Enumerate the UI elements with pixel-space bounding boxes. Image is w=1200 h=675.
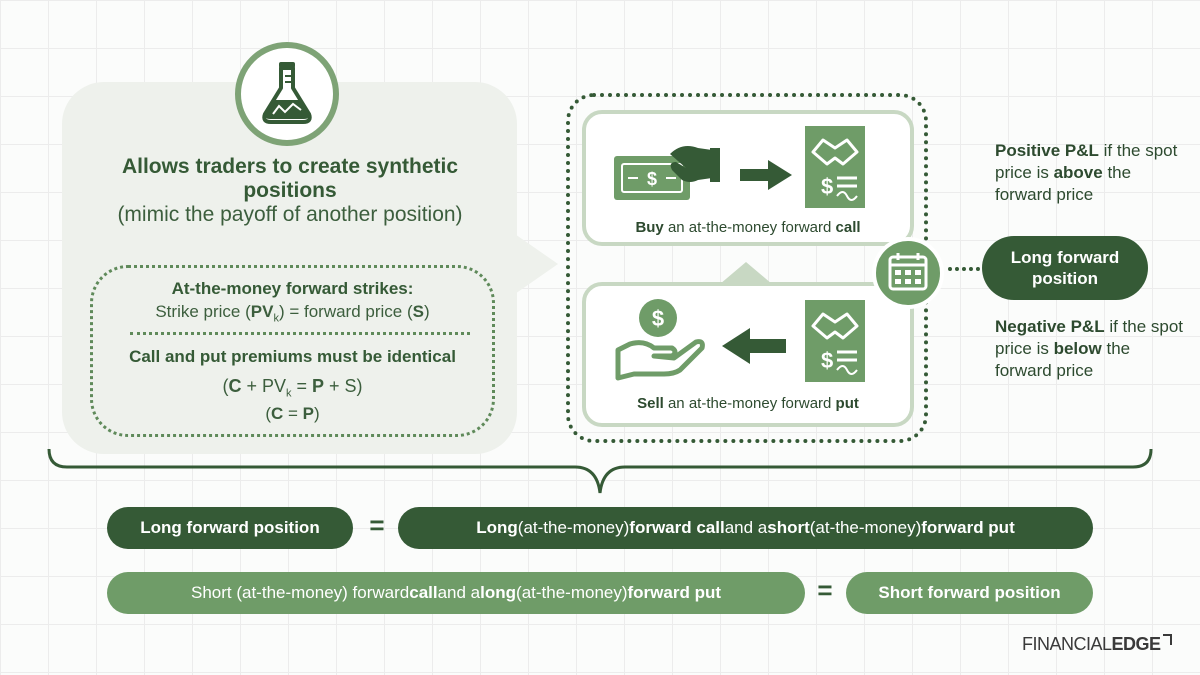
equals-sign: = [369, 510, 385, 540]
financial-edge-logo: FINANCIALEDGE [1022, 634, 1172, 655]
bubble-pointer [512, 232, 558, 296]
formula-parity: (C + PVk = P + S) [222, 376, 363, 400]
formula-equal-premiums: (C = P) [265, 404, 320, 423]
buy-call-caption: Buy an at-the-money forward call [635, 219, 861, 236]
strikes-box [90, 265, 495, 437]
short-forward-position-label: Short forward position [846, 572, 1093, 614]
strikes-title: At-the-money forward strikes: [171, 279, 414, 298]
svg-text:$: $ [652, 306, 664, 331]
contract-handshake-icon: $ [805, 126, 865, 208]
short-forward-equation: Short (at-the-money) forward call and a … [107, 572, 805, 614]
calendar-icon [872, 237, 944, 309]
contract-handshake-icon: $ [805, 300, 865, 382]
panel-pointer [720, 262, 772, 284]
sell-put-caption: Sell an at-the-money forward put [637, 395, 859, 412]
headline-bold: Allows traders to create synthetic posit… [121, 155, 459, 202]
cash-hand-icon: $ [614, 146, 720, 200]
long-forward-position-pill: Long forward position [982, 236, 1148, 300]
long-forward-position-label: Long forward position [107, 507, 353, 549]
strikes-text: Strike price (PVk) = forward price (S) [155, 302, 430, 325]
negative-pl-text: Negative P&L if the spot price is below … [995, 317, 1184, 380]
headline-normal: (mimic the payoff of another position) [117, 203, 463, 226]
svg-text:$: $ [821, 348, 833, 373]
equals-sign: = [817, 575, 833, 605]
strikes-divider [130, 332, 470, 335]
flask-icon [235, 42, 339, 146]
arrow-left-icon [722, 328, 786, 364]
positive-pl-text: Positive P&L if the spot price is above … [995, 141, 1178, 204]
svg-text:$: $ [647, 169, 657, 189]
premiums-title: Call and put premiums must be identical [129, 347, 456, 366]
coin-hand-icon: $ [615, 299, 705, 381]
curly-brace [47, 448, 1153, 494]
long-forward-equation: Long (at-the-money) forward call and a s… [398, 507, 1093, 549]
headline: Allows traders to create synthetic posit… [90, 155, 490, 227]
arrow-right-icon [740, 160, 792, 190]
svg-text:$: $ [821, 174, 833, 199]
connector-line [948, 267, 980, 271]
